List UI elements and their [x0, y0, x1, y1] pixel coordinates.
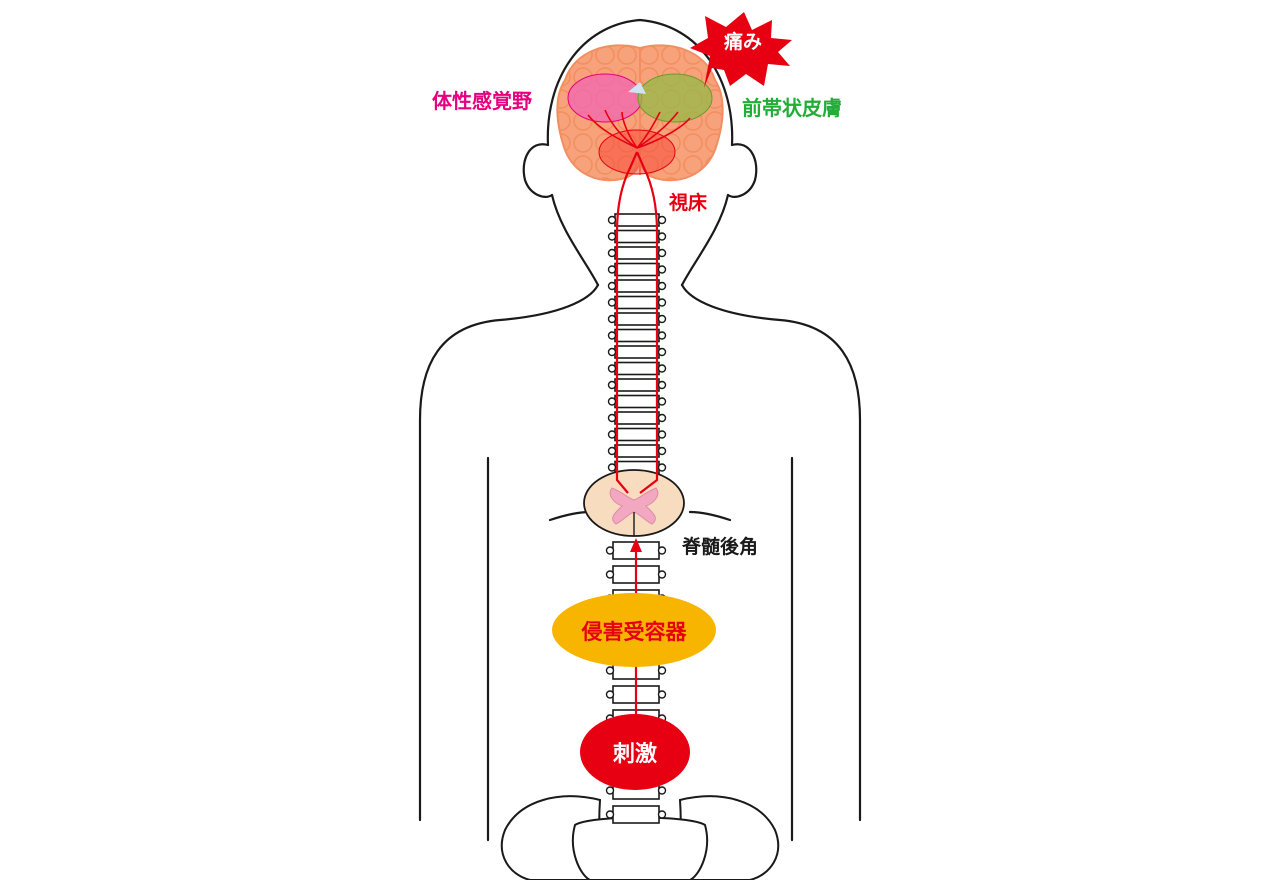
vertebra-process — [607, 446, 617, 456]
vertebra-process — [657, 570, 667, 579]
vertebra — [614, 345, 660, 359]
vertebra-process — [607, 430, 617, 439]
upper-spine — [607, 213, 667, 475]
vertebra-process — [657, 810, 667, 819]
vertebra-process — [657, 265, 667, 274]
vertebra-process — [657, 314, 667, 324]
vertebra-process — [657, 546, 667, 555]
pelvis — [500, 795, 780, 880]
vertebra — [614, 378, 660, 392]
left-shoulder — [418, 283, 600, 822]
vertebra — [614, 295, 660, 310]
nociceptor-label: 侵害受容器 — [581, 620, 688, 644]
vertebra-process — [605, 810, 615, 819]
vertebra-process — [607, 314, 617, 324]
vertebra — [614, 246, 660, 260]
vertebra-process — [607, 413, 617, 423]
vertebra-process — [657, 786, 667, 795]
right-shoulder — [680, 283, 862, 822]
vertebra-process — [657, 690, 667, 699]
anterior-cingulate-region — [637, 73, 713, 123]
vertebra-process — [657, 430, 667, 439]
vertebra-process — [607, 232, 617, 241]
vertebra-process — [657, 232, 667, 241]
vertebra-process — [607, 265, 617, 274]
anterior-cingulate-label: 前帯状皮膚 — [742, 96, 842, 120]
thalamus-label: 視床 — [668, 191, 707, 214]
vertebra-process — [657, 215, 667, 225]
dorsal-horn-label: 脊髄後角 — [681, 535, 758, 558]
vertebra-process — [607, 248, 617, 258]
vertebra — [612, 805, 660, 824]
vertebra-process — [657, 248, 667, 258]
vertebra-process — [607, 364, 617, 373]
vertebra-process — [607, 397, 617, 406]
stimulus-ellipse — [580, 714, 690, 790]
vertebra-process — [607, 380, 617, 390]
spinal-cord-section — [583, 469, 685, 537]
vertebra-process — [657, 446, 667, 456]
vertebra-process — [657, 281, 667, 291]
spinal-cord-gray-matter — [609, 487, 659, 525]
pain-burst — [690, 12, 792, 88]
pathway-arrowhead — [630, 538, 642, 552]
left-ear — [522, 143, 554, 198]
vertebra-process — [657, 347, 667, 357]
pathway-branches — [587, 109, 691, 149]
vertebra-process — [607, 215, 617, 225]
vertebra-process — [605, 546, 615, 555]
vertebra — [614, 427, 660, 442]
right-ear — [726, 143, 758, 198]
vertebra-process — [657, 364, 667, 373]
left-rib-line — [548, 510, 592, 522]
vertebra — [614, 229, 660, 244]
vertebra — [614, 279, 660, 293]
stimulus-label: 刺激 — [613, 741, 657, 767]
vertebra-process — [605, 570, 615, 579]
vertebra — [614, 394, 660, 409]
ascending-tract-right — [635, 151, 659, 494]
vertebra — [614, 262, 660, 277]
vertebra-process — [607, 298, 617, 307]
vertebra-process — [657, 666, 667, 675]
vertebra-process — [657, 413, 667, 423]
vertebra-process — [607, 281, 617, 291]
vertebra — [614, 411, 660, 425]
vertebra-process — [657, 331, 667, 340]
left-jaw — [550, 193, 600, 287]
vertebra — [614, 213, 660, 227]
region-overlap-marker — [628, 82, 646, 94]
head-outline — [546, 18, 734, 147]
vertebra-process — [605, 690, 615, 699]
vertebra-process — [657, 380, 667, 390]
sacrum — [571, 816, 709, 880]
vertebra — [614, 444, 660, 458]
nociceptor-ellipse — [552, 593, 716, 667]
right-rib-line — [688, 510, 732, 522]
vertebra-process — [657, 397, 667, 406]
pain-label: 痛み — [724, 30, 762, 53]
vertebra-process — [607, 463, 617, 472]
ascending-tract-left — [615, 151, 639, 494]
right-jaw — [680, 193, 730, 287]
vertebra-process — [657, 298, 667, 307]
vertebra-process — [607, 331, 617, 340]
vertebra-process — [657, 463, 667, 472]
vertebra — [614, 328, 660, 343]
vertebra-process — [605, 666, 615, 675]
vertebra — [614, 361, 660, 376]
vertebra — [614, 312, 660, 326]
vertebra-process — [605, 786, 615, 795]
somatosensory-cortex-region — [567, 73, 643, 123]
body-outline — [418, 18, 862, 842]
somatosensory-cortex-label: 体性感覚野 — [432, 89, 532, 113]
vertebra-process — [607, 347, 617, 357]
